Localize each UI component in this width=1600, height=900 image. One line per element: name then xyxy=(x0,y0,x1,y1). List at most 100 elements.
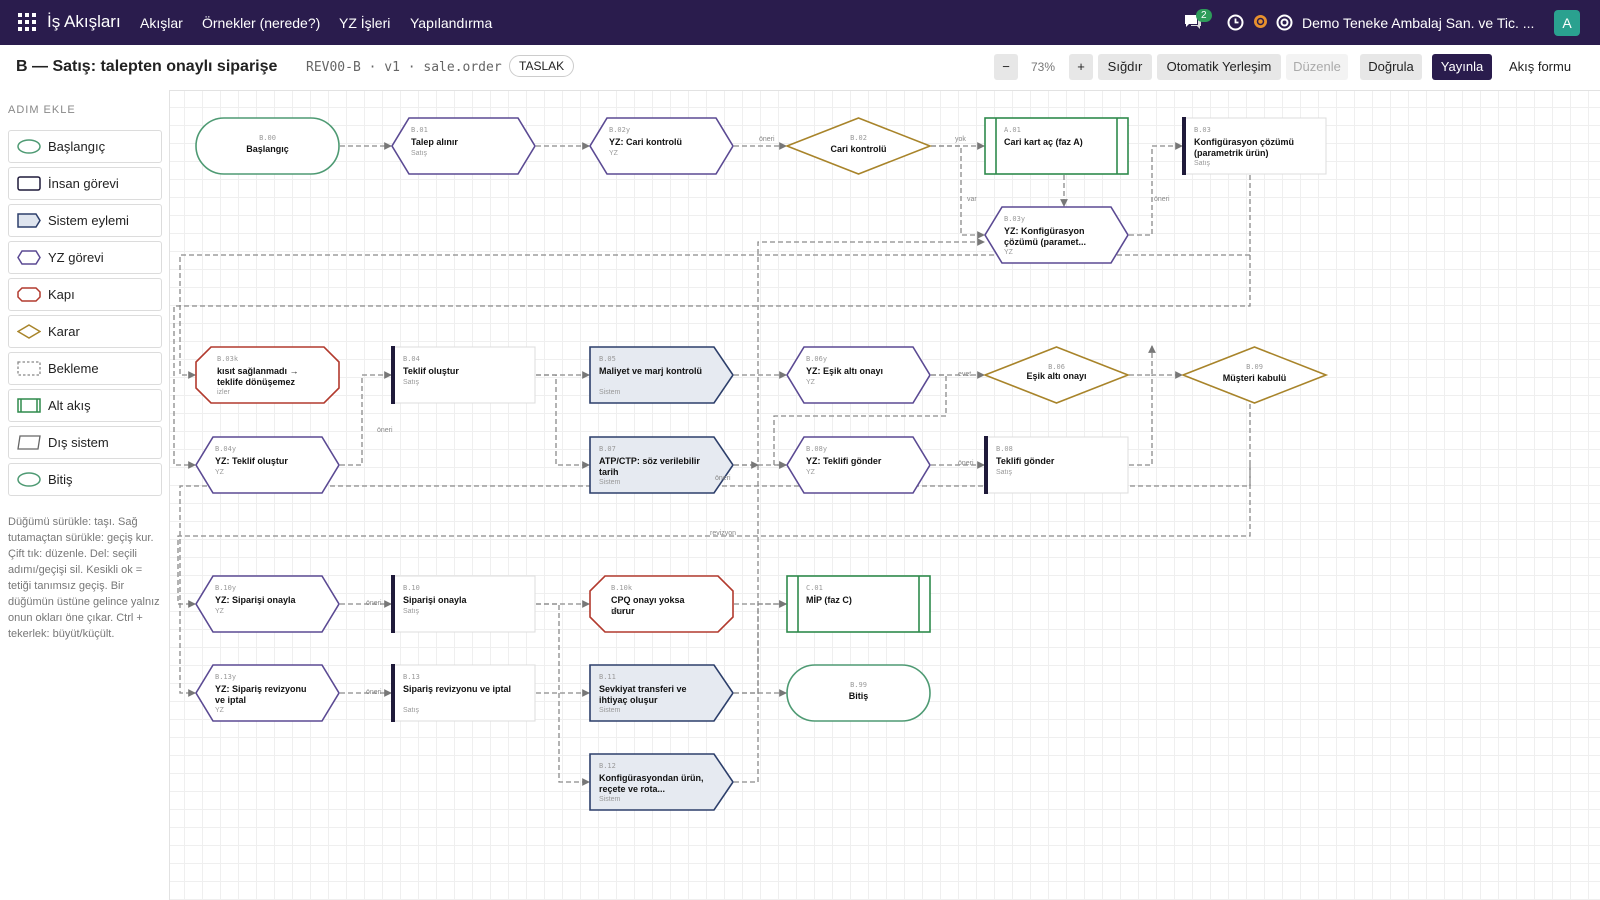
publish-button[interactable]: Yayınla xyxy=(1432,54,1492,80)
flow-canvas[interactable] xyxy=(170,91,1600,900)
flow-meta: REV00-B · v1 · sale.order xyxy=(306,60,502,75)
end-shape-icon xyxy=(17,472,41,487)
palette-item-label: Sistem eylemi xyxy=(48,213,129,228)
palette-item-wait[interactable]: Bekleme xyxy=(8,352,162,385)
node-id: B.08 xyxy=(996,445,1013,453)
palette-title: ADIM EKLE xyxy=(8,104,76,116)
node-id: B.00 xyxy=(259,134,276,142)
node-role: YZ xyxy=(609,150,618,157)
notification-badge: 2 xyxy=(1196,9,1212,22)
edit-button[interactable]: Düzenle xyxy=(1286,54,1348,80)
node-role: YZ xyxy=(215,608,224,615)
edge-label: öneri xyxy=(366,689,382,696)
avatar-initial: A xyxy=(1562,15,1572,31)
palette-item-label: Dış sistem xyxy=(48,435,109,450)
node-shape xyxy=(589,753,734,811)
palette-item-human-task[interactable]: İnsan görevi xyxy=(8,167,162,200)
gate-icon xyxy=(17,287,41,302)
node-role: Satış xyxy=(403,707,419,714)
palette-item-end[interactable]: Bitiş xyxy=(8,463,162,496)
zoom-level: 73% xyxy=(1031,60,1056,74)
avatar[interactable]: A xyxy=(1554,10,1580,36)
node-title: Talep alınır xyxy=(411,137,458,147)
node-shape xyxy=(984,117,1129,175)
node-id: A.01 xyxy=(1004,126,1021,134)
node-title: Başlangıç xyxy=(246,144,289,154)
edge-label: yok xyxy=(955,136,966,143)
node-shape xyxy=(984,436,1129,494)
palette-item-system-action[interactable]: Sistem eylemi xyxy=(8,204,162,237)
palette-item-ai-task[interactable]: YZ görevi xyxy=(8,241,162,274)
node-shape xyxy=(195,664,340,722)
fit-button[interactable]: Sığdır xyxy=(1098,54,1152,80)
zoom-out-button[interactable]: − xyxy=(994,54,1018,80)
palette-item-label: YZ görevi xyxy=(48,250,104,265)
top-bar: İş Akışları Akışlar Örnekler (nerede?) Y… xyxy=(0,0,1600,45)
support-icon[interactable] xyxy=(1276,14,1293,31)
node-role: YZ xyxy=(806,469,815,476)
menu-yapilandirma[interactable]: Yapılandırma xyxy=(410,15,493,31)
edge-label: öneri xyxy=(366,600,382,607)
palette-item-decision[interactable]: Karar xyxy=(8,315,162,348)
menu-akislar[interactable]: Akışlar xyxy=(140,15,183,31)
start-shape-icon xyxy=(17,139,41,154)
ai-task-icon xyxy=(17,250,41,265)
edge-label: öneri xyxy=(958,460,974,467)
node-shape xyxy=(589,664,734,722)
zoom-in-button[interactable]: + xyxy=(1069,54,1093,80)
company-switcher[interactable]: Demo Teneke Ambalaj San. ve Tic. ... xyxy=(1302,15,1535,31)
auto-layout-button[interactable]: Otomatik Yerleşim xyxy=(1157,54,1281,80)
palette-item-external-system[interactable]: Dış sistem xyxy=(8,426,162,459)
activity-icon[interactable] xyxy=(1253,14,1268,29)
node-role: Sistem xyxy=(599,707,621,714)
validate-button[interactable]: Doğrula xyxy=(1360,54,1422,80)
node-role: Satış xyxy=(996,469,1012,476)
node-id: B.10 xyxy=(403,584,420,592)
palette-item-start[interactable]: Başlangıç xyxy=(8,130,162,163)
app-title[interactable]: İş Akışları xyxy=(47,12,121,31)
edge-label: öneri xyxy=(377,427,393,434)
flow-header: B — Satış: talepten onaylı siparişe REV0… xyxy=(0,45,1600,91)
palette-item-subflow[interactable]: Alt akış xyxy=(8,389,162,422)
apps-grid-icon[interactable] xyxy=(18,13,36,31)
edge-label: öneri xyxy=(715,475,731,482)
node-id: B.07 xyxy=(599,445,616,453)
clock-icon[interactable] xyxy=(1227,14,1244,31)
edge-label: var xyxy=(967,196,977,203)
flow-form-button[interactable]: Akış formu xyxy=(1508,59,1572,74)
menu-ornekler[interactable]: Örnekler (nerede?) xyxy=(202,15,321,31)
node-role: Sistem xyxy=(599,389,621,396)
edge-label: öneri xyxy=(759,136,775,143)
menu-yz-isleri[interactable]: YZ İşleri xyxy=(339,15,391,31)
palette-item-gate[interactable]: Kapı xyxy=(8,278,162,311)
node-role: YZ xyxy=(215,707,224,714)
node-shape xyxy=(784,117,933,175)
node-role: YZ xyxy=(215,469,224,476)
